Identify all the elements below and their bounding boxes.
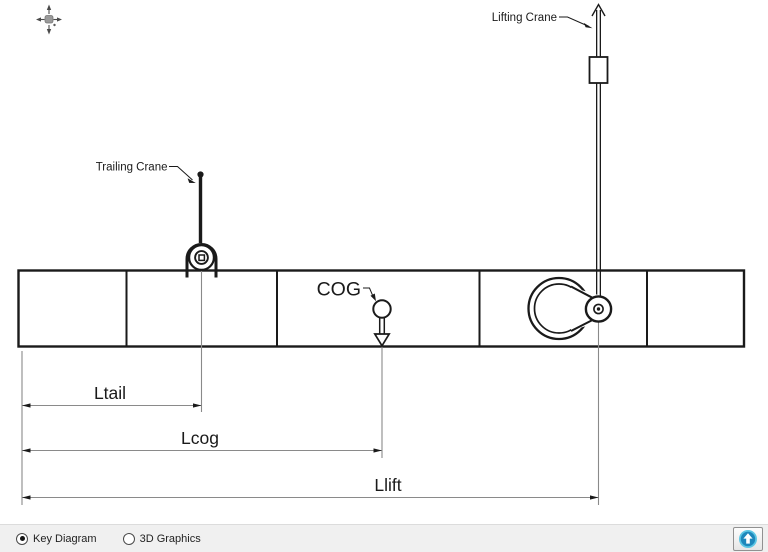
lifting-crane-wire — [588, 3, 609, 303]
key-diagram-canvas: Lifting Crane Trailing Crane — [17, 3, 746, 505]
trailing-crane-label: Trailing Crane — [96, 162, 168, 174]
threed-graphics-radio[interactable] — [122, 532, 135, 545]
key-diagram-radio[interactable] — [16, 532, 28, 545]
trailing-shackle — [185, 243, 218, 278]
trailing-crane-callout: Trailing Crane — [96, 162, 196, 183]
beam — [17, 269, 746, 348]
cog-marker: COG — [317, 279, 392, 348]
radio-option-key-diagram[interactable]: Key Diagram — [16, 532, 97, 545]
turnbuckle — [588, 56, 609, 84]
cog-label: COG — [317, 279, 361, 301]
lifting-crane-callout: Lifting Crane — [492, 12, 593, 29]
up-arrow-circle-icon — [739, 529, 757, 548]
key-diagram-radio-label: Key Diagram — [33, 532, 97, 545]
lcog-label: Lcog — [181, 428, 219, 448]
lifting-ring — [527, 276, 613, 341]
trailing-crane-wire — [197, 171, 204, 243]
ltail-label: Ltail — [94, 383, 126, 403]
radio-option-3d-graphics[interactable]: 3D Graphics — [122, 532, 201, 545]
lifting-crane-label: Lifting Crane — [492, 12, 557, 24]
circle-up-arrow-button[interactable] — [733, 526, 763, 551]
llift-label: Llift — [374, 475, 401, 495]
threed-graphics-radio-label: 3D Graphics — [139, 532, 201, 545]
pan-orbit-icon[interactable] — [36, 4, 62, 35]
dimension-lines: Ltail Lcog Llift — [22, 383, 599, 500]
footer-bar: Key Diagram 3D Graphics — [0, 524, 768, 552]
wire-top-arrow — [591, 3, 606, 17]
extension-lines — [21, 259, 600, 505]
